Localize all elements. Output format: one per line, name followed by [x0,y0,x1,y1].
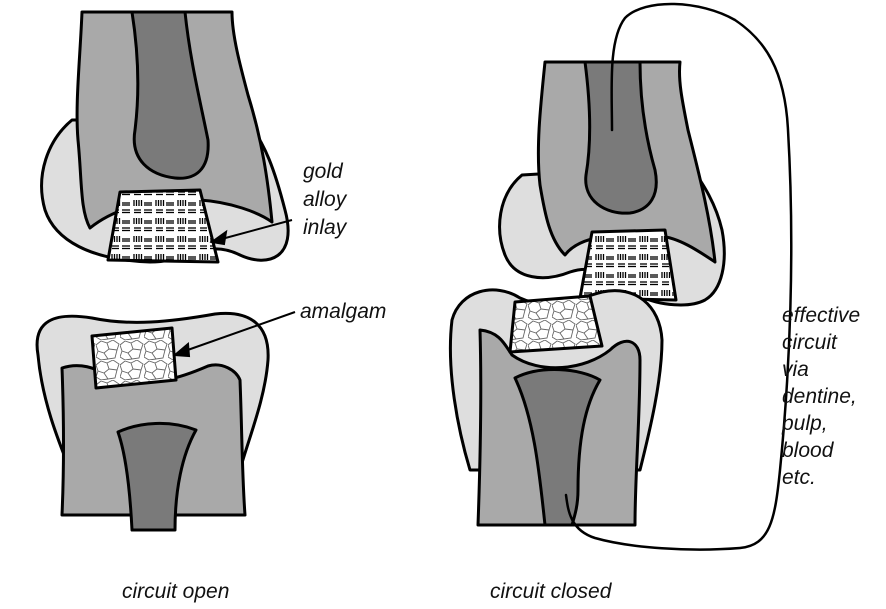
amalgam-label: amalgam [300,300,386,323]
gold-alloy-inlay-label: gold alloy inlay [303,160,348,239]
gold-inlay [580,230,676,300]
label-effective: effective [782,304,860,327]
amalgam-filling [92,328,176,388]
label-pulp: pulp, [781,412,828,435]
caption-circuit-open: circuit open [122,580,229,603]
label-etc: etc. [782,466,816,489]
label-circuit: circuit [782,331,838,354]
left-upper-tooth [42,12,289,262]
label-dentine: dentine, [782,385,857,408]
right-lower-tooth [450,290,662,525]
label-blood: blood [782,439,835,462]
label-inlay: inlay [303,216,348,239]
gold-inlay [108,190,218,262]
label-gold: gold [303,160,344,183]
effective-circuit-label: effective circuit via dentine, pulp, blo… [781,304,860,489]
label-via: via [782,358,809,381]
label-alloy: alloy [303,188,348,211]
caption-circuit-closed: circuit closed [490,580,613,603]
left-lower-tooth [37,313,268,530]
amalgam-filling [510,296,602,352]
